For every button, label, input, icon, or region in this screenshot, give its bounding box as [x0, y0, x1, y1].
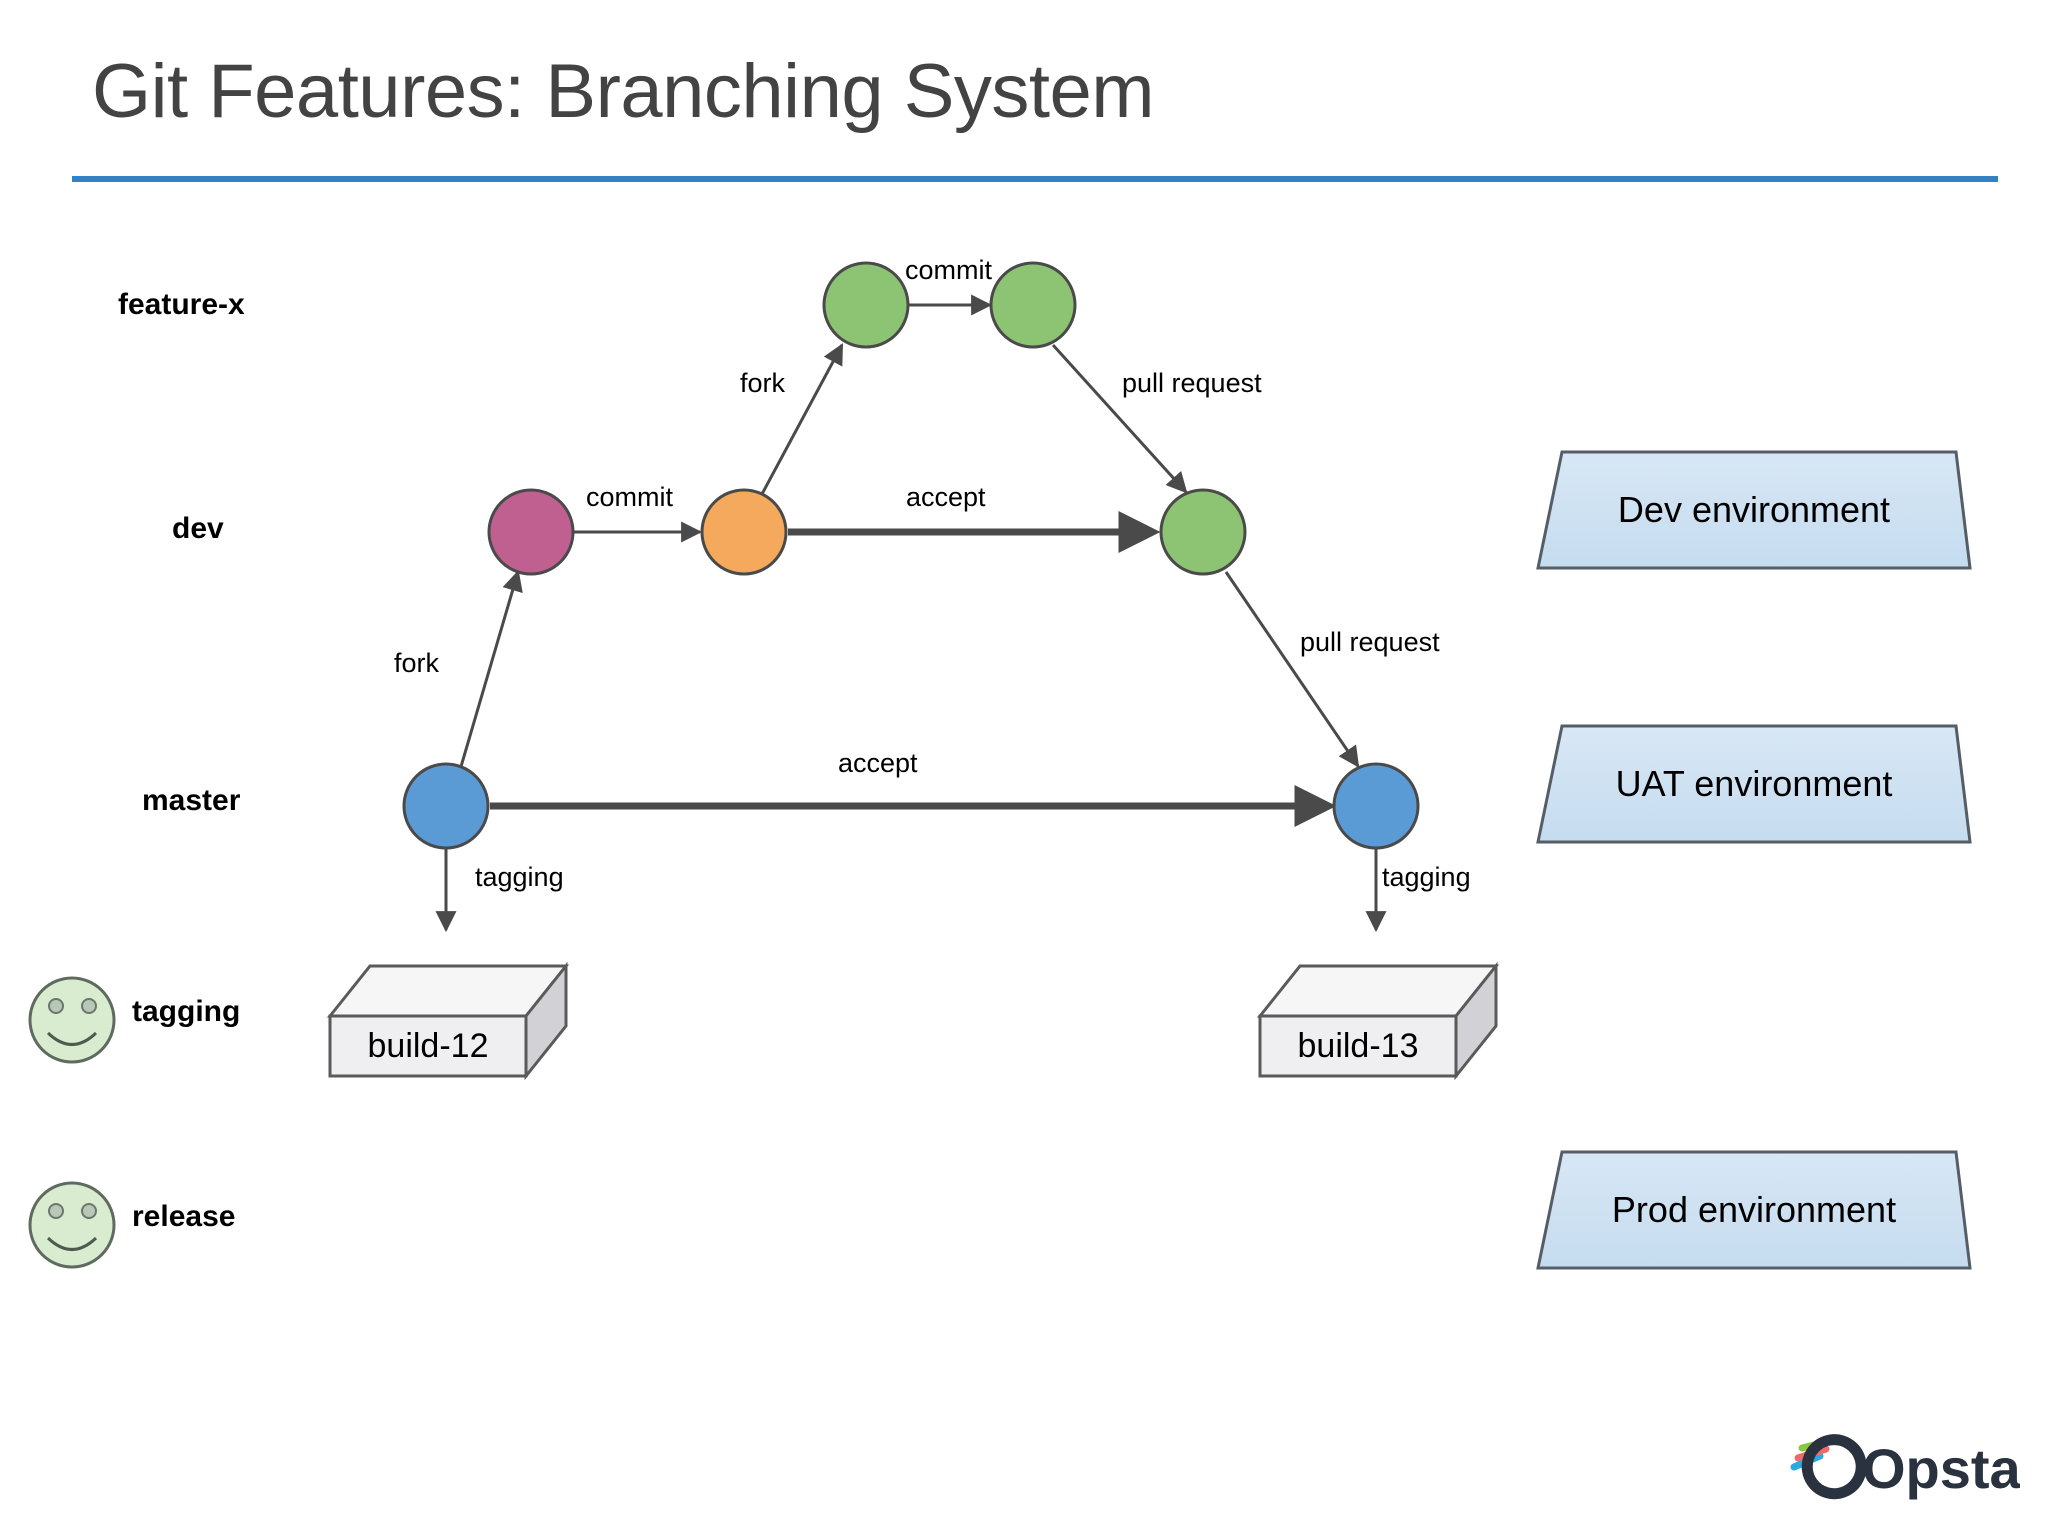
- env-label-dev: Dev environment: [1617, 489, 1891, 530]
- node-featurex-commit-2[interactable]: [989, 261, 1077, 349]
- build-box-12-label: build-12: [367, 1026, 489, 1065]
- row-label-feature-x: feature-x: [118, 288, 245, 321]
- edge-label-accept-dev: accept: [906, 482, 986, 512]
- node-master-commit-1[interactable]: [402, 762, 490, 850]
- opsta-logo: Opsta: [1790, 1434, 2020, 1500]
- node-dev-commit-2[interactable]: [700, 488, 788, 576]
- edge-label-pull-request-featurex: pull request: [1122, 368, 1262, 398]
- node-dev-merge[interactable]: [1159, 488, 1247, 576]
- build-box-13-label: build-13: [1297, 1026, 1419, 1065]
- edge-label-tagging-build12: tagging: [475, 862, 564, 892]
- edge-label-commit-dev: commit: [586, 482, 673, 512]
- row-label-dev: dev: [172, 512, 224, 545]
- node-master-commit-2[interactable]: [1332, 762, 1420, 850]
- edge-fork-to-featurex: [760, 343, 844, 495]
- row-label-release: release: [132, 1200, 236, 1233]
- build-box-13[interactable]: [1256, 961, 1500, 1081]
- node-dev-commit-1[interactable]: [487, 488, 575, 576]
- smiley-face-icon-release: [28, 1181, 116, 1269]
- page-title: Git Features: Branching System: [92, 49, 1155, 134]
- env-label-prod: Prod environment: [1611, 1189, 1897, 1230]
- edge-pullrequest-featurex-dev: [1051, 343, 1188, 494]
- edge-label-pull-request-master: pull request: [1300, 627, 1440, 657]
- row-label-master: master: [142, 784, 241, 817]
- title-underline-rule: [72, 176, 1998, 182]
- edge-pullrequest-dev-master: [1224, 571, 1360, 768]
- env-shape-prod[interactable]: [1536, 1150, 1972, 1270]
- edge-label-commit-featurex: commit: [905, 255, 992, 285]
- opsta-wordmark: Opsta: [1862, 1437, 2020, 1500]
- edge-label-accept-master: accept: [838, 748, 918, 778]
- edge-fork-master-dev: [458, 569, 523, 771]
- edge-label-tagging-build13: tagging: [1382, 862, 1471, 892]
- smiley-face-icon-tagging: [28, 976, 116, 1064]
- edge-label-fork-master: fork: [394, 648, 440, 678]
- edge-label-fork-featurex: fork: [740, 368, 786, 398]
- env-label-uat: UAT environment: [1615, 763, 1893, 804]
- node-featurex-commit-1[interactable]: [822, 261, 910, 349]
- env-shape-dev[interactable]: [1536, 450, 1972, 570]
- env-shape-uat[interactable]: [1536, 724, 1972, 844]
- build-box-12[interactable]: [326, 961, 570, 1081]
- row-label-tagging: tagging: [132, 995, 241, 1028]
